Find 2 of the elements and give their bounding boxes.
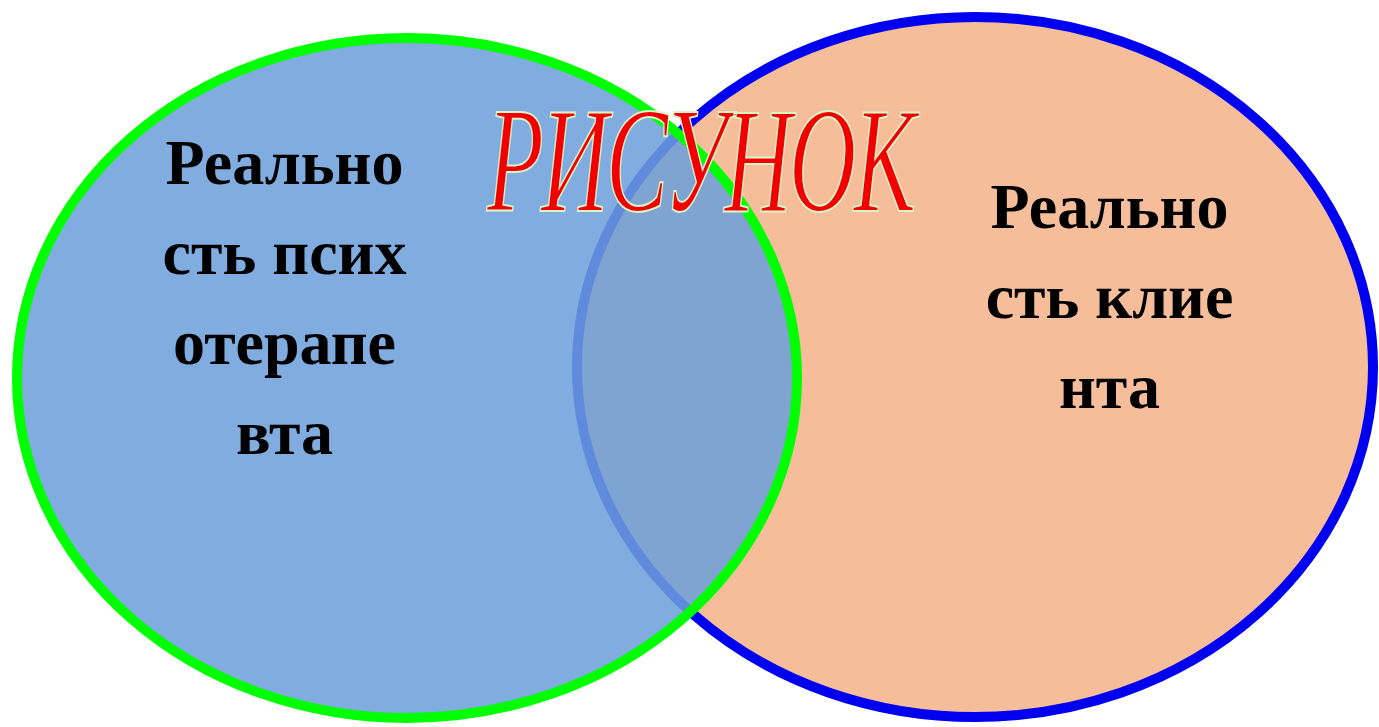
circle-label: Реальность клиента [984,170,1235,424]
circle-label: Реальность психотерапевта [161,126,408,470]
